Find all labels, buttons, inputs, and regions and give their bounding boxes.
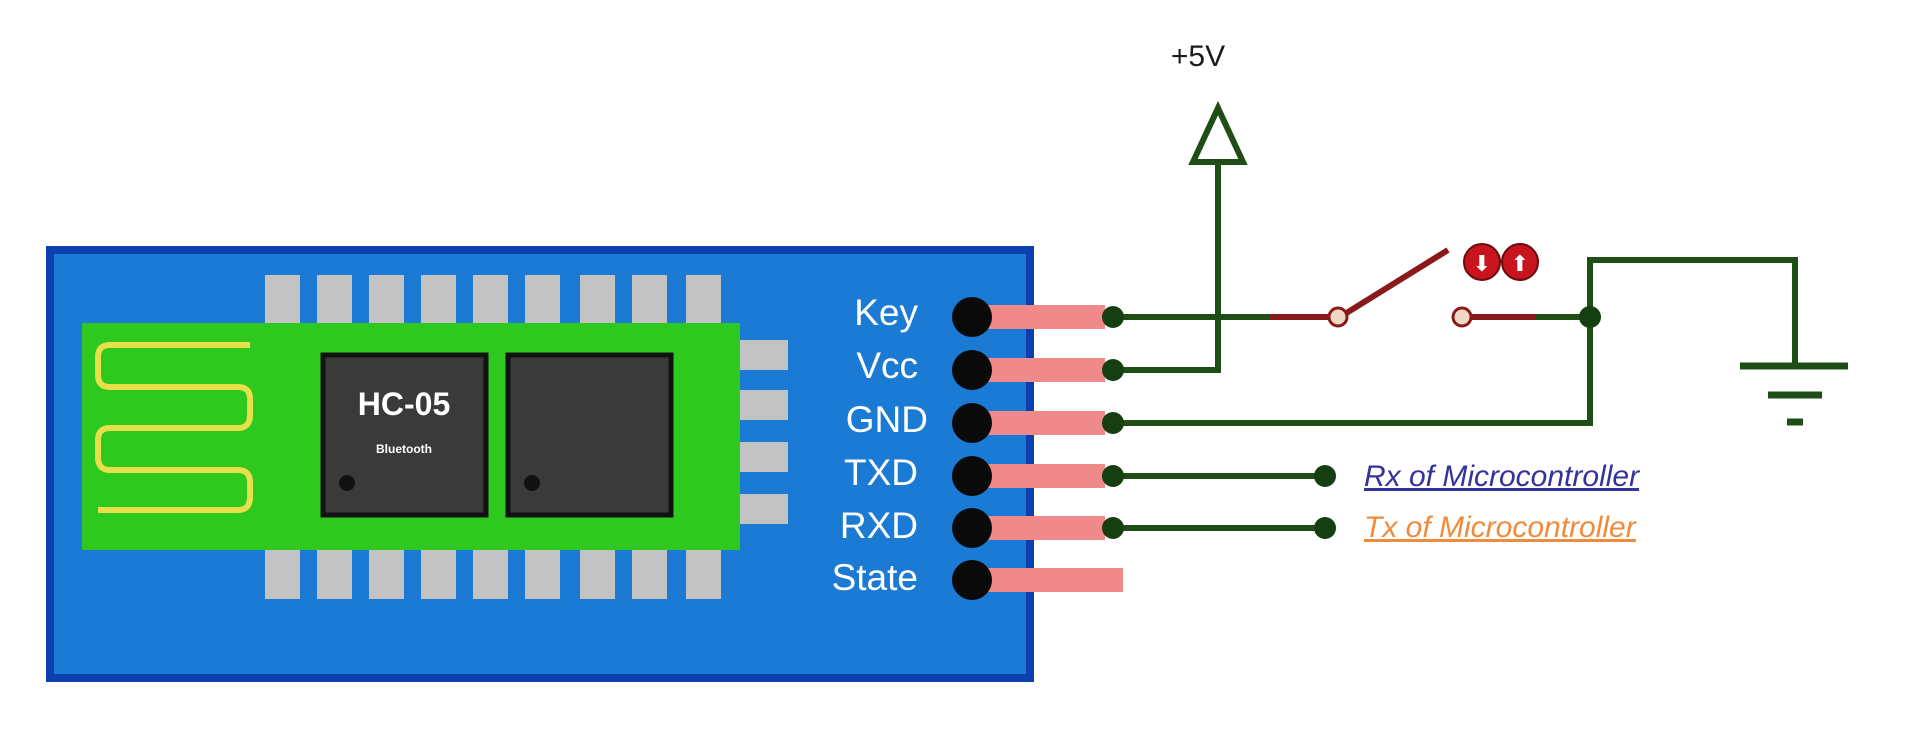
- pin-label-state: State: [832, 557, 918, 598]
- switch-up-glyph: ⬆: [1511, 252, 1529, 277]
- switch-contact-left: [1327, 306, 1349, 328]
- pin-leads: [975, 305, 1123, 592]
- chip-subtitle: Bluetooth: [376, 442, 432, 456]
- chip-pin1-dot: [339, 475, 355, 491]
- wire-ground-rail: [1587, 257, 1798, 363]
- wire-vcc: [1113, 162, 1221, 373]
- switch-down-glyph: ⬇: [1473, 252, 1491, 277]
- supply-arrow: [1188, 100, 1248, 165]
- wire-gnd: [1113, 314, 1593, 426]
- supply-label: +5V: [1171, 40, 1225, 73]
- hc05-chip: [320, 352, 489, 518]
- pin-label-gnd: GND: [846, 399, 928, 440]
- pin-label-txd: TXD: [844, 452, 918, 493]
- switch-blade: [1338, 247, 1450, 320]
- pin-label-rxd: RXD: [840, 505, 918, 546]
- pin-heads: [952, 297, 992, 600]
- pin-label-key: Key: [854, 292, 918, 333]
- second-chip: [505, 352, 674, 518]
- switch-up-icon[interactable]: [1501, 243, 1539, 281]
- antenna-trace: [95, 342, 253, 513]
- switch-down-icon[interactable]: [1463, 243, 1501, 281]
- ground-icon: [1740, 362, 1848, 426]
- txd-target-label[interactable]: Rx of Microcontroller: [1364, 460, 1640, 493]
- chip-name: HC-05: [358, 386, 450, 422]
- chip2-pin1-dot: [524, 475, 540, 491]
- rxd-target-label[interactable]: Tx of Microcontroller: [1364, 511, 1637, 544]
- junction-dots: [1102, 306, 1601, 539]
- switch-contact-right: [1451, 306, 1473, 328]
- pin-label-vcc: Vcc: [856, 345, 918, 386]
